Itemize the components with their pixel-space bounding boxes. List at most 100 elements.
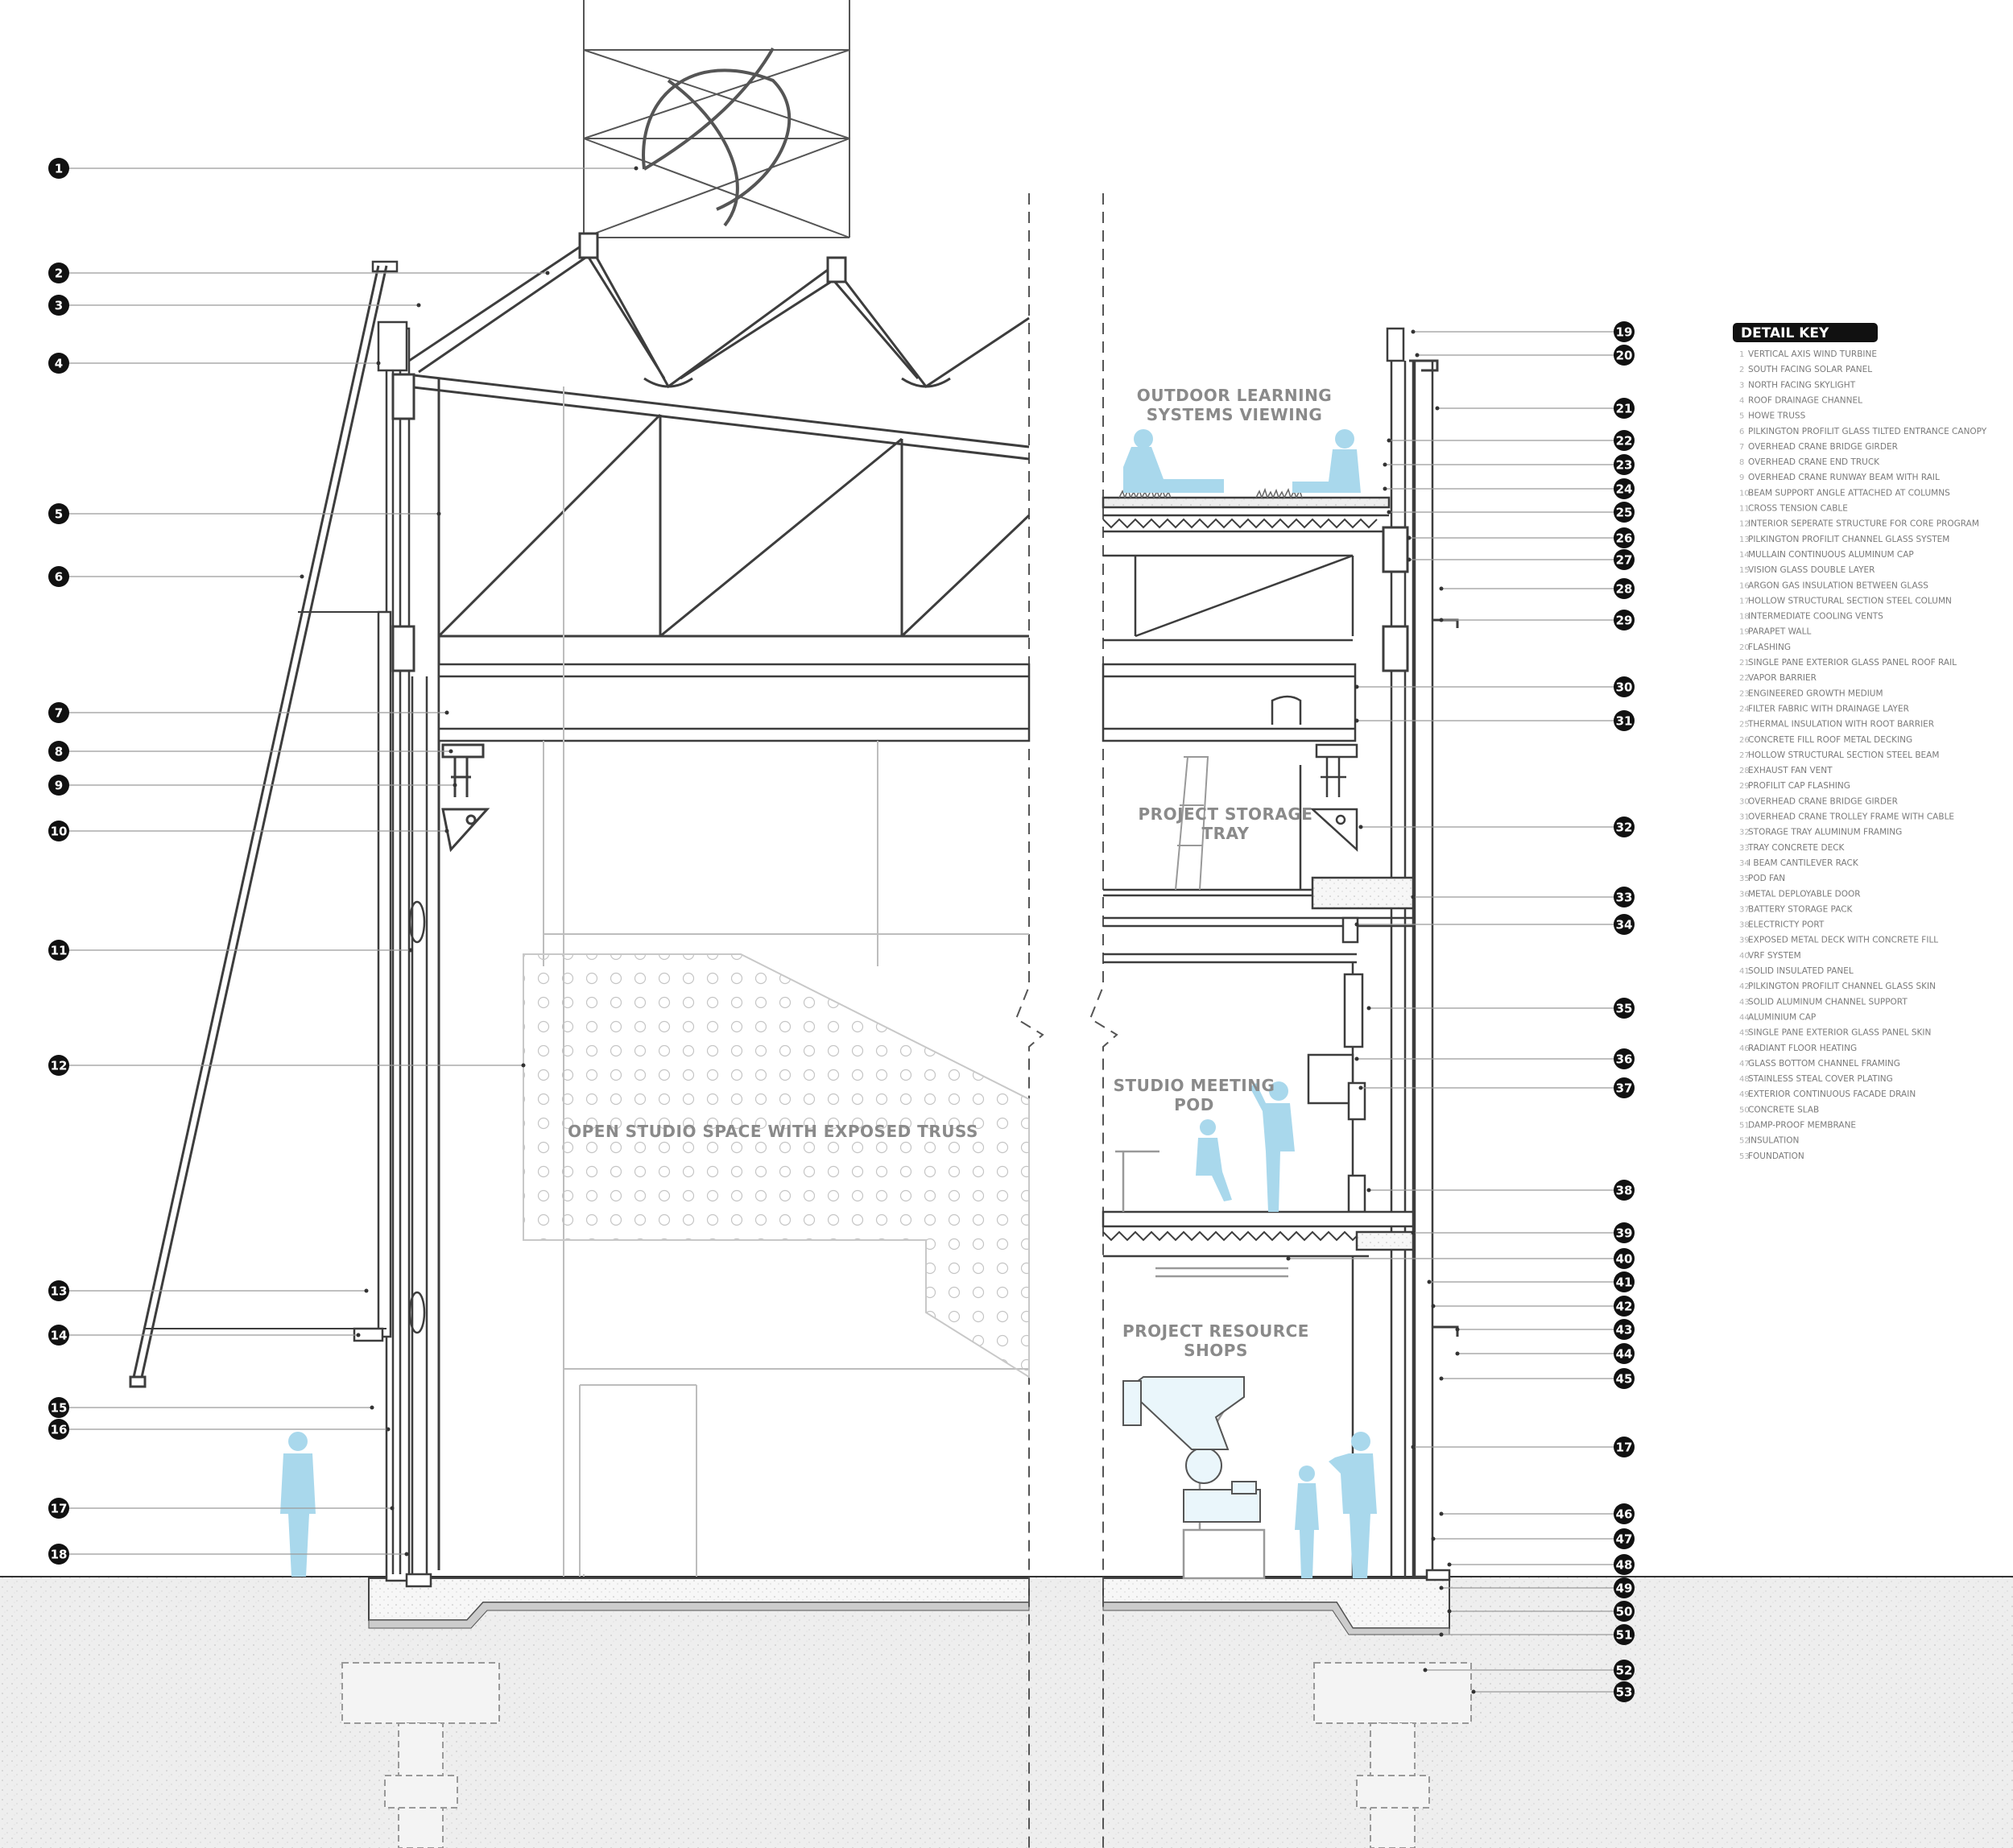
detail-key-item-label: ENGINEERED GROWTH MEDIUM xyxy=(1748,688,1883,698)
room-label-resource-shops: PROJECT RESOURCE xyxy=(1122,1321,1309,1341)
callout-39: 39 xyxy=(1411,1222,1635,1243)
callout-10: 10 xyxy=(48,821,449,841)
callout-7: 7 xyxy=(48,702,449,723)
detail-key-item-number: 50 xyxy=(1739,1106,1750,1114)
detail-key-item-number: 8 xyxy=(1739,458,1744,467)
person-figure xyxy=(1329,1432,1377,1578)
detail-key-item-number: 39 xyxy=(1739,936,1750,945)
callout-13: 13 xyxy=(48,1280,369,1301)
detail-key-item-label: VRF SYSTEM xyxy=(1748,951,1801,961)
callout-25: 25 xyxy=(1387,502,1635,523)
detail-key-item-label: THERMAL INSULATION WITH ROOT BARRIER xyxy=(1747,720,1934,730)
detail-key-title: DETAIL KEY xyxy=(1741,325,1829,341)
right-crane-girder xyxy=(1102,663,1358,852)
detail-key-item-label: HOWE TRUSS xyxy=(1748,411,1806,421)
detail-key-item-label: POD FAN xyxy=(1748,874,1785,883)
callout-number: 8 xyxy=(55,745,63,759)
detail-key-item-number: 31 xyxy=(1739,813,1750,822)
detail-key-item-label: OVERHEAD CRANE BRIDGE GIRDER xyxy=(1748,796,1898,806)
callout-number: 13 xyxy=(51,1284,68,1299)
detail-key-item-label: FLASHING xyxy=(1748,643,1791,652)
callout-number: 19 xyxy=(1616,325,1633,340)
callout-44: 44 xyxy=(1455,1343,1635,1364)
callout-48: 48 xyxy=(1447,1554,1635,1575)
callout-number: 50 xyxy=(1616,1605,1633,1619)
callout-32: 32 xyxy=(1358,817,1635,837)
callout-26: 26 xyxy=(1407,527,1635,548)
detail-key-item-label: VERTICAL AXIS WIND TURBINE xyxy=(1748,349,1877,359)
detail-key-item-label: GLASS BOTTOM CHANNEL FRAMING xyxy=(1748,1059,1900,1069)
detail-key-item-label: SOUTH FACING SOLAR PANEL xyxy=(1748,365,1872,374)
tilted-entrance-canopy xyxy=(129,265,388,1388)
detail-key-item-number: 38 xyxy=(1739,921,1750,930)
detail-key-item-label: SOLID ALUMINUM CHANNEL SUPPORT xyxy=(1748,997,1908,1007)
detail-key-item-number: 24 xyxy=(1739,705,1750,713)
callout-number: 25 xyxy=(1616,506,1633,520)
detail-key-item-number: 18 xyxy=(1739,613,1750,622)
detail-key-item-number: 48 xyxy=(1739,1075,1750,1084)
detail-key-item-label: INTERIOR SEPERATE STRUCTURE FOR CORE PRO… xyxy=(1748,519,1979,529)
callout-51: 51 xyxy=(1439,1624,1635,1645)
callout-36: 36 xyxy=(1354,1048,1635,1069)
room-label-project-storage: PROJECT STORAGE xyxy=(1139,804,1313,824)
callout-45: 45 xyxy=(1439,1368,1635,1389)
callout-1: 1 xyxy=(48,158,639,179)
ground-section xyxy=(0,1576,2013,1848)
detail-key-item-number: 7 xyxy=(1739,443,1744,452)
callout-number: 10 xyxy=(51,825,68,839)
callout-47: 47 xyxy=(1431,1528,1635,1549)
detail-key-item-label: OVERHEAD CRANE RUNWAY BEAM WITH RAIL xyxy=(1748,473,1940,482)
detail-key-item-label: OVERHEAD CRANE BRIDGE GIRDER xyxy=(1748,442,1898,452)
callout-49: 49 xyxy=(1439,1577,1635,1598)
callout-6: 6 xyxy=(48,566,304,587)
detail-key-item-label: PILKINGTON PROFILIT CHANNEL GLASS SYSTEM xyxy=(1748,535,1949,544)
detail-key-item-number: 34 xyxy=(1739,859,1750,868)
callout-number: 43 xyxy=(1616,1323,1633,1337)
detail-key-item-number: 21 xyxy=(1739,659,1750,668)
callout-number: 49 xyxy=(1616,1581,1633,1596)
robot-arm-figure xyxy=(1122,1376,1261,1523)
callout-number: 30 xyxy=(1616,680,1633,695)
detail-key-item-number: 12 xyxy=(1739,520,1750,529)
callout-43: 43 xyxy=(1455,1319,1635,1340)
detail-key-item-label: OVERHEAD CRANE TROLLEY FRAME WITH CABLE xyxy=(1748,812,1954,822)
detail-key-item-number: 6 xyxy=(1739,428,1744,436)
detail-key-item-number: 10 xyxy=(1739,489,1750,498)
right-beams xyxy=(1382,526,1409,672)
callout-24: 24 xyxy=(1383,478,1635,499)
callout-40: 40 xyxy=(1286,1248,1635,1269)
callout-34: 34 xyxy=(1354,914,1635,935)
callout-number: 17 xyxy=(1616,1441,1633,1455)
detail-key-item-label: VAPOR BARRIER xyxy=(1748,673,1817,683)
detail-key-item-number: 28 xyxy=(1739,767,1750,775)
callout-number: 18 xyxy=(51,1548,68,1562)
callout-number: 36 xyxy=(1616,1052,1633,1067)
callout-number: 16 xyxy=(51,1423,68,1437)
callout-number: 53 xyxy=(1616,1685,1633,1700)
detail-key-item-label: HOLLOW STRUCTURAL SECTION STEEL BEAM xyxy=(1748,750,1939,760)
left-wall-assembly xyxy=(353,260,432,1588)
detail-key-item-label: ALUMINIUM CAP xyxy=(1748,1012,1816,1022)
detail-key-item-label: BATTERY STORAGE PACK xyxy=(1748,904,1854,914)
detail-key-item-label: FOUNDATION xyxy=(1748,1151,1804,1161)
detail-key-item-label: SINGLE PANE EXTERIOR GLASS PANEL ROOF RA… xyxy=(1748,658,1957,668)
howe-truss xyxy=(406,373,1031,1570)
right-building-section xyxy=(1102,327,1459,1581)
parapet-and-facade xyxy=(1386,327,1459,1581)
callout-8: 8 xyxy=(48,741,453,762)
